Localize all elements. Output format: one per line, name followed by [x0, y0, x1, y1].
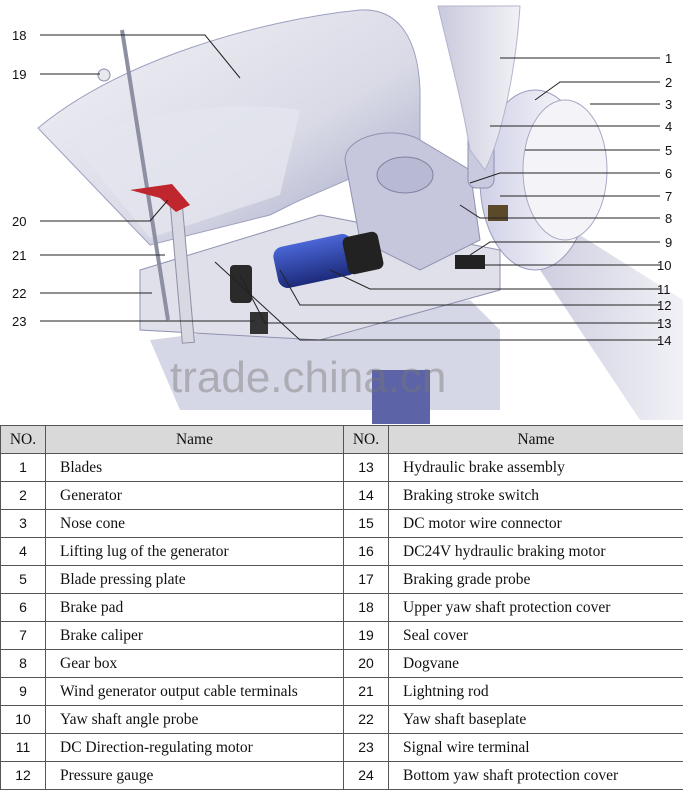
- callout-8: 8: [665, 211, 672, 226]
- row-name-left: Generator: [46, 482, 344, 510]
- callout-21: 21: [12, 248, 26, 263]
- callout-2: 2: [665, 75, 672, 90]
- row-name-left: Lifting lug of the generator: [46, 538, 344, 566]
- row-name-left: Blade pressing plate: [46, 566, 344, 594]
- row-name-left: DC Direction-regulating motor: [46, 734, 344, 762]
- callout-13: 13: [657, 316, 671, 331]
- row-no-right: 15: [344, 510, 389, 538]
- row-no-left: 6: [1, 594, 46, 622]
- row-name-left: Brake caliper: [46, 622, 344, 650]
- row-no-left: 8: [1, 650, 46, 678]
- row-no-left: 1: [1, 454, 46, 482]
- brake-caliper-shape: [488, 205, 508, 221]
- row-name-right: DC motor wire connector: [389, 510, 683, 538]
- row-name-right: Upper yaw shaft protection cover: [389, 594, 683, 622]
- row-no-left: 3: [1, 510, 46, 538]
- callout-22: 22: [12, 286, 26, 301]
- row-name-left: Nose cone: [46, 510, 344, 538]
- row-name-left: Yaw shaft angle probe: [46, 706, 344, 734]
- braking-switch-shape: [230, 265, 252, 303]
- row-name-left: Pressure gauge: [46, 762, 344, 790]
- row-no-left: 2: [1, 482, 46, 510]
- callout-20: 20: [12, 214, 26, 229]
- header-name-left: Name: [46, 426, 344, 454]
- row-name-right: Signal wire terminal: [389, 734, 683, 762]
- row-no-left: 7: [1, 622, 46, 650]
- callout-3: 3: [665, 97, 672, 112]
- callout-6: 6: [665, 166, 672, 181]
- callout-11: 11: [657, 282, 671, 297]
- yaw-probe-shape: [455, 255, 485, 269]
- callout-12: 12: [657, 298, 671, 313]
- row-name-right: Seal cover: [389, 622, 683, 650]
- row-no-right: 23: [344, 734, 389, 762]
- row-no-left: 11: [1, 734, 46, 762]
- row-name-right: DC24V hydraulic braking motor: [389, 538, 683, 566]
- nose-cone-shape: [523, 100, 607, 240]
- gearbox-cap-shape: [377, 157, 433, 193]
- callout-10: 10: [657, 258, 671, 273]
- row-name-right: Yaw shaft baseplate: [389, 706, 683, 734]
- row-no-left: 12: [1, 762, 46, 790]
- row-no-right: 18: [344, 594, 389, 622]
- row-name-right: Braking stroke switch: [389, 482, 683, 510]
- callout-7: 7: [665, 189, 672, 204]
- row-no-right: 20: [344, 650, 389, 678]
- header-no-left: NO.: [1, 426, 46, 454]
- row-name-right: Dogvane: [389, 650, 683, 678]
- row-name-right: Hydraulic brake assembly: [389, 454, 683, 482]
- callout-1: 1: [665, 51, 672, 66]
- row-name-left: Blades: [46, 454, 344, 482]
- row-name-right: Braking grade probe: [389, 566, 683, 594]
- row-no-right: 17: [344, 566, 389, 594]
- row-name-left: Brake pad: [46, 594, 344, 622]
- callout-4: 4: [665, 119, 672, 134]
- header-no-right: NO.: [344, 426, 389, 454]
- callout-23: 23: [12, 314, 26, 329]
- callout-5: 5: [665, 143, 672, 158]
- table-header-row: NO. Name NO. Name: [1, 426, 683, 454]
- callout-19: 19: [12, 67, 26, 82]
- row-name-left: Gear box: [46, 650, 344, 678]
- turbine-exploded-diagram: 18 19 20 21 22 23 1 2 3 4 5 6 7 8 9 10 1…: [0, 0, 683, 424]
- row-no-right: 14: [344, 482, 389, 510]
- row-name-right: Lightning rod: [389, 678, 683, 706]
- diagram-illustration: 18 19 20 21 22 23 1 2 3 4 5 6 7 8 9 10 1…: [0, 0, 683, 424]
- row-no-left: 10: [1, 706, 46, 734]
- row-no-right: 19: [344, 622, 389, 650]
- row-no-right: 13: [344, 454, 389, 482]
- row-name-right: Bottom yaw shaft protection cover: [389, 762, 683, 790]
- watermark: trade.china.cn: [170, 353, 446, 402]
- row-no-right: 21: [344, 678, 389, 706]
- callout-14: 14: [657, 333, 671, 348]
- row-name-left: Wind generator output cable terminals: [46, 678, 344, 706]
- row-no-left: 9: [1, 678, 46, 706]
- row-no-right: 24: [344, 762, 389, 790]
- header-name-right: Name: [389, 426, 683, 454]
- callout-18: 18: [12, 28, 26, 43]
- row-no-right: 22: [344, 706, 389, 734]
- seal-cover-shape: [98, 69, 110, 81]
- callout-9: 9: [665, 235, 672, 250]
- row-no-left: 4: [1, 538, 46, 566]
- row-no-right: 16: [344, 538, 389, 566]
- row-no-left: 5: [1, 566, 46, 594]
